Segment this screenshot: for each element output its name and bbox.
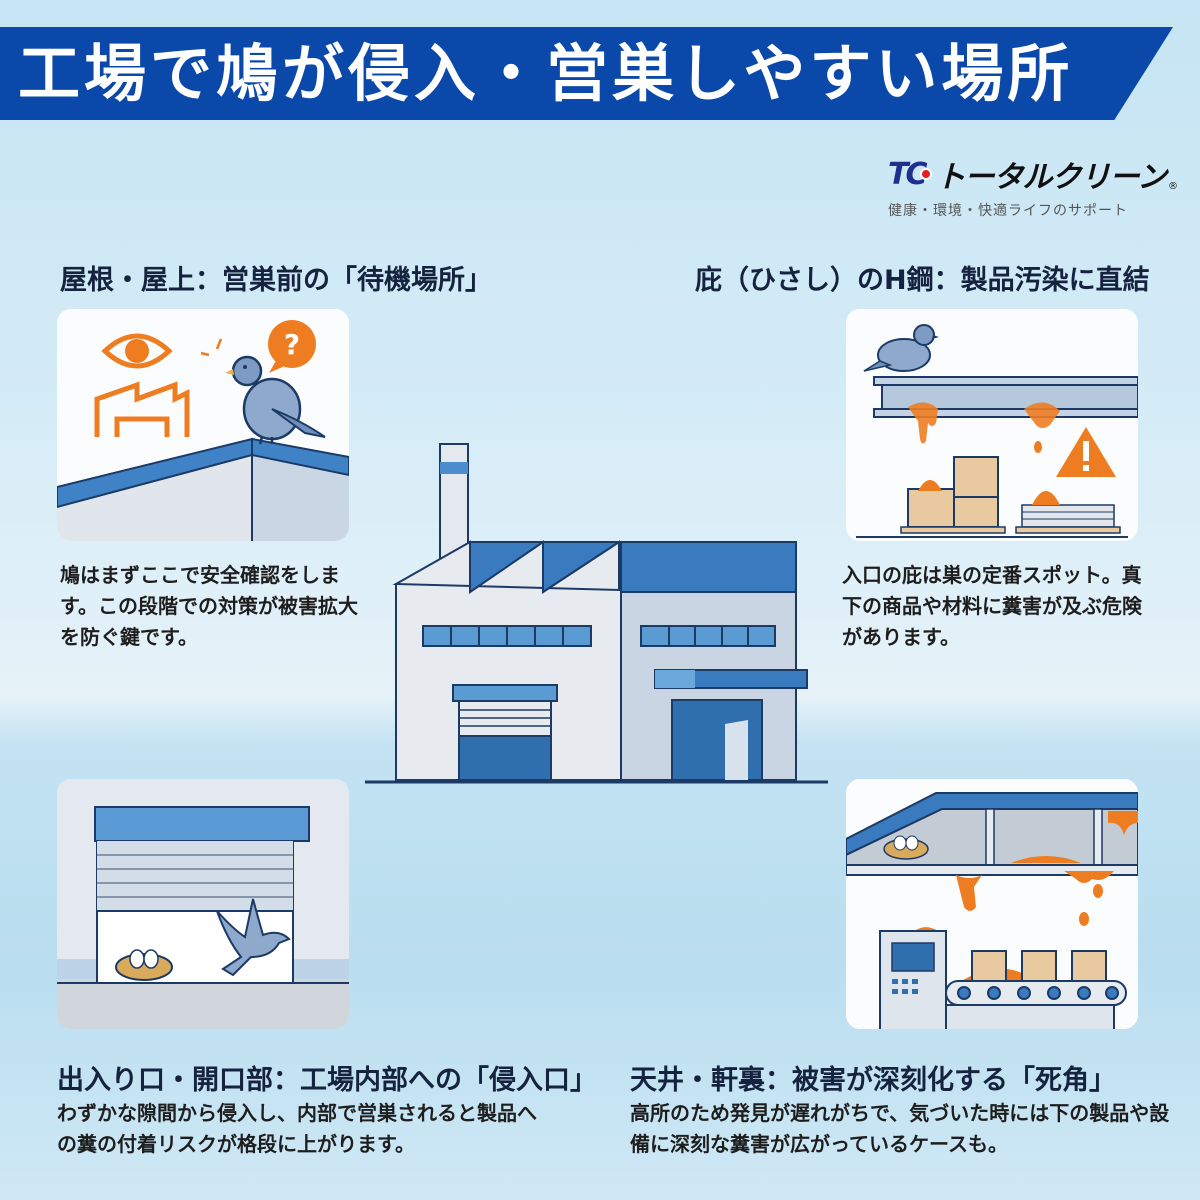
page-title: 工場で鳩が侵入・営巣しやすい場所 bbox=[18, 37, 1074, 110]
logo-mark: TC bbox=[888, 156, 928, 192]
registered-mark: ® bbox=[1167, 181, 1178, 192]
section-heading-eave: 庇（ひさし）のH鋼：製品汚染に直結 bbox=[695, 265, 1150, 296]
section-description-ceiling: 高所のため発見が遅れがちで、気づいた時には下の製品や設備に深刻な糞害が広がってい… bbox=[630, 1101, 1170, 1156]
shutter-pigeon-nest-icon bbox=[57, 779, 349, 1029]
section-description-roof: 鳩はまずここで安全確認をします。この段階での対策が被害拡大を防ぐ鍵です。 bbox=[60, 563, 358, 649]
section-description-eave: 入口の庇は巣の定番スポット。真下の商品や材料に糞害が及ぶ危険があります。 bbox=[842, 563, 1142, 649]
ceiling-nest-conveyor-icon bbox=[846, 779, 1138, 1029]
factory-illustration bbox=[360, 430, 840, 800]
company-logo: TC トータルクリーン ® 健康・環境・快適ライフのサポート bbox=[888, 152, 1178, 220]
section-description-entrance: わずかな隙間から侵入し、内部で営巣されると製品への糞の付着リスクが格段に上がりま… bbox=[57, 1101, 537, 1156]
logo-tagline: 健康・環境・快適ライフのサポート bbox=[888, 203, 1128, 219]
ceiling-illustration bbox=[846, 779, 1138, 1029]
eave-hbeam-illustration bbox=[846, 309, 1138, 541]
h-beam-droppings-icon bbox=[846, 309, 1138, 541]
pigeon-on-roof-icon: ? bbox=[57, 309, 349, 541]
factory-building-icon bbox=[365, 443, 828, 784]
section-heading-entrance: 出入り口・開口部：工場内部への「侵入口」 bbox=[57, 1065, 597, 1096]
logo-dot-icon bbox=[920, 168, 933, 180]
roof-illustration: ? bbox=[57, 309, 349, 541]
logo-name: トータルクリーン bbox=[935, 160, 1166, 195]
title-banner bbox=[0, 27, 1173, 120]
entrance-illustration bbox=[57, 779, 349, 1029]
svg-text:?: ? bbox=[284, 328, 300, 361]
section-heading-roof: 屋根・屋上：営巣前の「待機場所」 bbox=[60, 265, 492, 296]
section-heading-ceiling: 天井・軒裏：被害が深刻化する「死角」 bbox=[630, 1065, 1116, 1096]
